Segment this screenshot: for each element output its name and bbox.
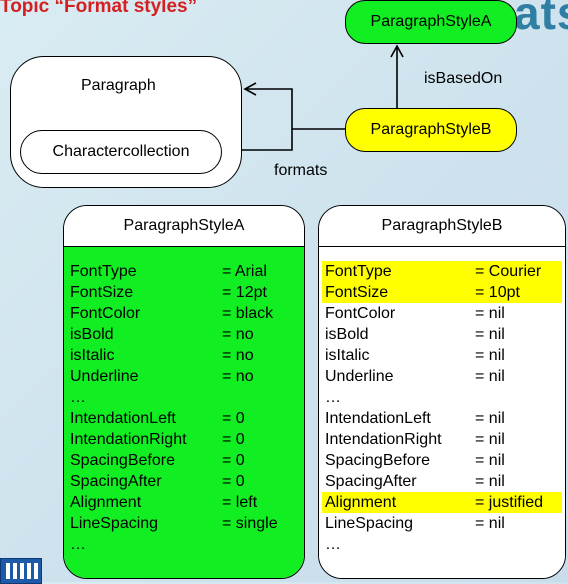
property-name: isBold [70,325,114,343]
property-row: isBold = nil [319,324,565,345]
property-name: SpacingAfter [70,472,162,490]
property-row: FontSize = 12pt [64,282,304,303]
property-row: FontColor = black [64,303,304,324]
property-row: SpacingBefore = nil [319,450,565,471]
property-row: SpacingAfter = 0 [64,471,304,492]
property-name: Underline [325,367,394,385]
property-value: = nil [475,472,505,490]
property-name: SpacingBefore [70,451,175,469]
property-value: = nil [475,367,505,385]
property-name: isItalic [325,346,370,364]
property-row: isBold = no [64,324,304,345]
property-row: isItalic = nil [319,345,565,366]
property-value: = nil [475,346,505,364]
property-value: = Courier [475,262,542,280]
property-value: = 10pt [475,283,520,301]
property-value: = nil [475,409,505,427]
page-title: Topic “Format styles” [0,0,198,17]
property-row: LineSpacing = single [64,513,304,534]
property-value: = 12pt [222,283,267,301]
property-value: = nil [475,325,505,343]
property-name: FontSize [70,283,134,301]
property-value: = 0 [222,430,245,448]
node-charactercollection: Charactercollection [20,130,222,174]
property-row: Alignment = justified [322,492,562,513]
property-name: FontType [325,262,392,280]
property-row: … [64,387,304,408]
property-name: FontSize [325,283,389,301]
edge-label-isbasedon: isBasedOn [424,70,503,87]
property-name: LineSpacing [325,514,414,532]
property-value: = black [222,304,274,322]
property-name: FontColor [325,304,396,322]
property-row: Alignment = left [64,492,304,513]
property-name: IntendationRight [70,430,187,448]
panel-b-title: ParagraphStyleB [319,206,565,247]
property-name: FontType [70,262,137,280]
property-name: isBold [325,325,369,343]
property-value: = 0 [222,451,245,469]
property-row: … [319,534,565,555]
property-value: = single [222,514,278,532]
property-value: = no [222,346,254,364]
property-row: FontType = Courier [322,261,562,282]
property-row: IntendationLeft = 0 [64,408,304,429]
property-row: isItalic = no [64,345,304,366]
property-value: = left [222,493,258,511]
node-paragraphstyle-a: ParagraphStyleA [345,0,517,44]
property-row: Underline = no [64,366,304,387]
property-name: Alignment [325,493,397,511]
property-value: = Arial [222,262,267,280]
property-name: FontColor [70,304,141,322]
property-row: FontColor = nil [319,303,565,324]
property-row: LineSpacing = nil [319,513,565,534]
property-row: … [64,534,304,555]
property-value: = 0 [222,409,245,427]
property-row: FontType = Arial [64,261,304,282]
property-value: = justified [475,493,544,511]
property-row: FontSize = 10pt [322,282,562,303]
formats-arrow-paragraph [243,82,345,130]
property-value: = no [222,367,254,385]
property-name: IntendationRight [325,430,442,448]
edge-label-formats: formats [274,162,328,179]
property-name: SpacingAfter [325,472,417,490]
property-name: … [70,535,86,553]
property-value: = 0 [222,472,245,490]
property-value: = nil [475,514,505,532]
property-row: IntendationLeft = nil [319,408,565,429]
property-name: SpacingBefore [325,451,430,469]
property-name: … [325,535,341,553]
property-name: isItalic [70,346,115,364]
property-value: = no [222,325,254,343]
property-row: IntendationRight = nil [319,429,565,450]
property-value: = nil [475,451,505,469]
property-name: LineSpacing [70,514,159,532]
property-value: = nil [475,304,505,322]
property-row: IntendationRight = 0 [64,429,304,450]
property-name: … [325,388,341,406]
property-name: Alignment [70,493,142,511]
property-name: Underline [70,367,139,385]
property-row: … [319,387,565,408]
property-name: IntendationLeft [70,409,176,427]
panel-a-title: ParagraphStyleA [64,206,304,247]
logo [0,558,42,584]
paragraph-label: Paragraph [81,77,156,94]
property-name: … [70,388,86,406]
node-paragraphstyle-b: ParagraphStyleB [345,108,517,152]
property-row: SpacingBefore = 0 [64,450,304,471]
property-row: Underline = nil [319,366,565,387]
property-value: = nil [475,430,505,448]
property-name: IntendationLeft [325,409,431,427]
property-row: SpacingAfter = nil [319,471,565,492]
